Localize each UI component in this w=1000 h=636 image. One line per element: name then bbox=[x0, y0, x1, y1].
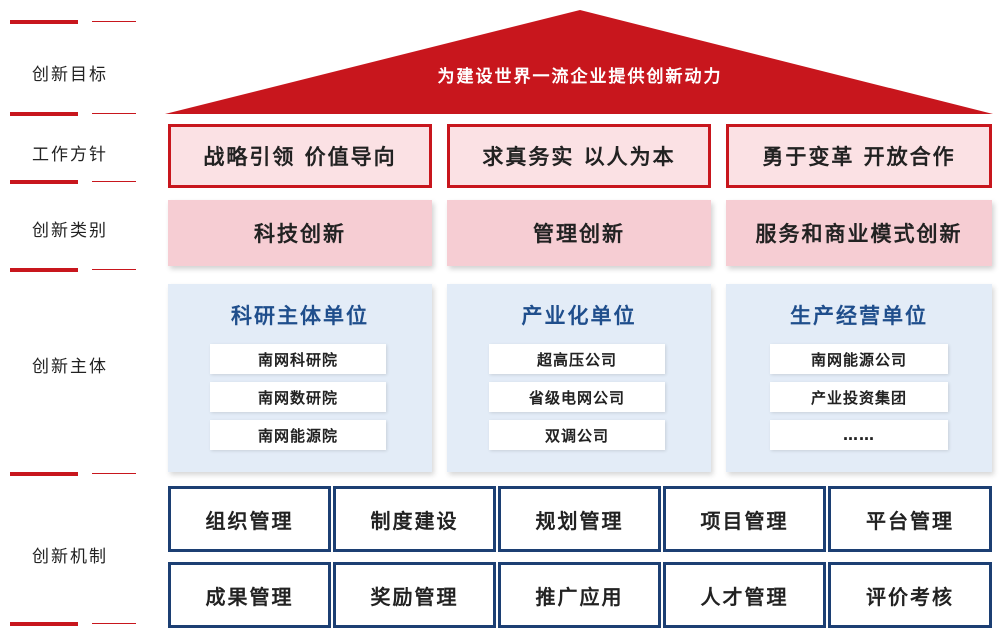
mechanism-box: 成果管理 bbox=[168, 562, 331, 628]
divider bbox=[10, 112, 136, 116]
row-label-policy: 工作方针 bbox=[32, 145, 108, 165]
mechanism-box: 推广应用 bbox=[498, 562, 661, 628]
divider bbox=[10, 268, 136, 272]
category-box: 科技创新 bbox=[168, 200, 432, 266]
roof-triangle bbox=[165, 10, 993, 114]
mechanism-box: 奖励管理 bbox=[333, 562, 496, 628]
mechanism-box: 人才管理 bbox=[663, 562, 826, 628]
mechanism-box: 规划管理 bbox=[498, 486, 661, 552]
entity-title: 生产经营单位 bbox=[790, 304, 928, 328]
unit-box: 南网科研院 bbox=[210, 344, 386, 374]
entity-panel: 生产经营单位 南网能源公司 产业投资集团 …… bbox=[726, 284, 992, 472]
divider bbox=[10, 180, 136, 184]
divider bbox=[10, 20, 136, 24]
unit-box: 省级电网公司 bbox=[489, 382, 665, 412]
mechanism-box: 组织管理 bbox=[168, 486, 331, 552]
mechanism-box: 平台管理 bbox=[828, 486, 992, 552]
mechanism-box: 评价考核 bbox=[828, 562, 992, 628]
unit-box: 超高压公司 bbox=[489, 344, 665, 374]
roof-goal-text: 为建设世界一流企业提供创新动力 bbox=[437, 67, 723, 87]
unit-box: …… bbox=[770, 420, 948, 450]
divider bbox=[10, 472, 136, 476]
row-label-category: 创新类别 bbox=[32, 221, 108, 241]
unit-box: 南网能源院 bbox=[210, 420, 386, 450]
mechanism-box: 制度建设 bbox=[333, 486, 496, 552]
category-box: 管理创新 bbox=[447, 200, 711, 266]
unit-box: 双调公司 bbox=[489, 420, 665, 450]
principle-box: 求真务实 以人为本 bbox=[447, 124, 711, 188]
principle-box: 战略引领 价值导向 bbox=[168, 124, 432, 188]
row-label-mechanism: 创新机制 bbox=[32, 547, 108, 567]
entity-panel: 科研主体单位 南网科研院 南网数研院 南网能源院 bbox=[168, 284, 432, 472]
row-label-goal: 创新目标 bbox=[32, 65, 108, 85]
unit-box: 产业投资集团 bbox=[770, 382, 948, 412]
row-label-entity: 创新主体 bbox=[32, 357, 108, 377]
category-box: 服务和商业模式创新 bbox=[726, 200, 992, 266]
unit-box: 南网数研院 bbox=[210, 382, 386, 412]
divider bbox=[10, 622, 136, 626]
mechanism-box: 项目管理 bbox=[663, 486, 826, 552]
entity-title: 产业化单位 bbox=[521, 304, 637, 328]
unit-box: 南网能源公司 bbox=[770, 344, 948, 374]
principle-box: 勇于变革 开放合作 bbox=[726, 124, 992, 188]
entity-panel: 产业化单位 超高压公司 省级电网公司 双调公司 bbox=[447, 284, 711, 472]
entity-title: 科研主体单位 bbox=[231, 304, 369, 328]
